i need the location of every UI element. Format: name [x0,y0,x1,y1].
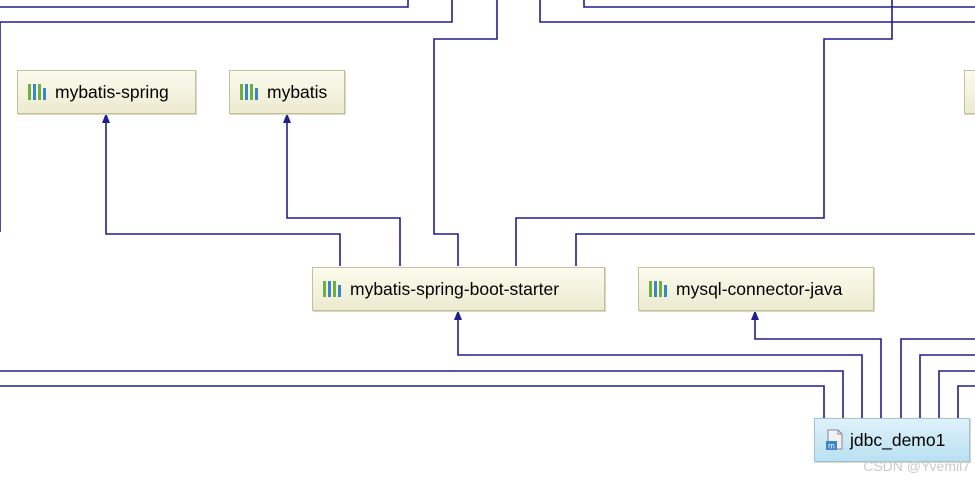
edge-module-right-c [938,370,975,418]
edge-top-right-b [583,0,975,8]
edge-module-right-d [957,385,975,418]
node-label: mysql-connector-java [676,278,843,299]
node-mybatis-spring-boot-starter[interactable]: mybatis-spring-boot-starter [312,267,605,311]
edge-starter-right [575,233,975,266]
node-mybatis-spring[interactable]: mybatis-spring [17,70,196,114]
edge-module-right-a [900,338,975,418]
node-mysql-connector-java[interactable]: mysql-connector-java [638,267,874,311]
edge-module-to-mysql [754,318,882,418]
partial-node-right[interactable] [964,70,975,114]
library-jar-icon [28,84,46,100]
arrowhead-mybatis-spring [102,113,110,123]
edge-top-left-b [0,0,453,23]
node-label: mybatis-spring [55,81,169,102]
edge-starter-to-mybatis [286,121,401,266]
edge-module-to-starter [457,318,863,418]
edge-top-right-a [539,0,975,23]
edge-module-right-b [919,354,975,418]
node-label: jdbc_demo1 [850,429,946,450]
svg-text:m: m [828,442,835,451]
edge-module-left-b [0,385,825,418]
library-jar-icon [323,281,341,297]
edge-starter-up-left [433,0,498,266]
node-mybatis[interactable]: mybatis [229,70,345,114]
edge-module-left-a [0,370,844,418]
node-jdbc-demo1[interactable]: m jdbc_demo1 [814,418,970,462]
arrowhead-starter [454,310,462,320]
node-label: mybatis-spring-boot-starter [350,278,560,299]
arrowhead-mysql [751,310,759,320]
edge-top-left-a [0,0,409,8]
library-jar-icon [649,281,667,297]
arrowhead-mybatis [283,113,291,123]
edge-starter-to-mybatis-spring [105,121,341,266]
node-label: mybatis [267,81,328,102]
watermark-text: CSDN @Yvemil7 [863,458,970,474]
library-jar-icon [240,84,258,100]
edge-starter-up-right [515,0,893,266]
maven-module-icon: m [826,429,843,451]
